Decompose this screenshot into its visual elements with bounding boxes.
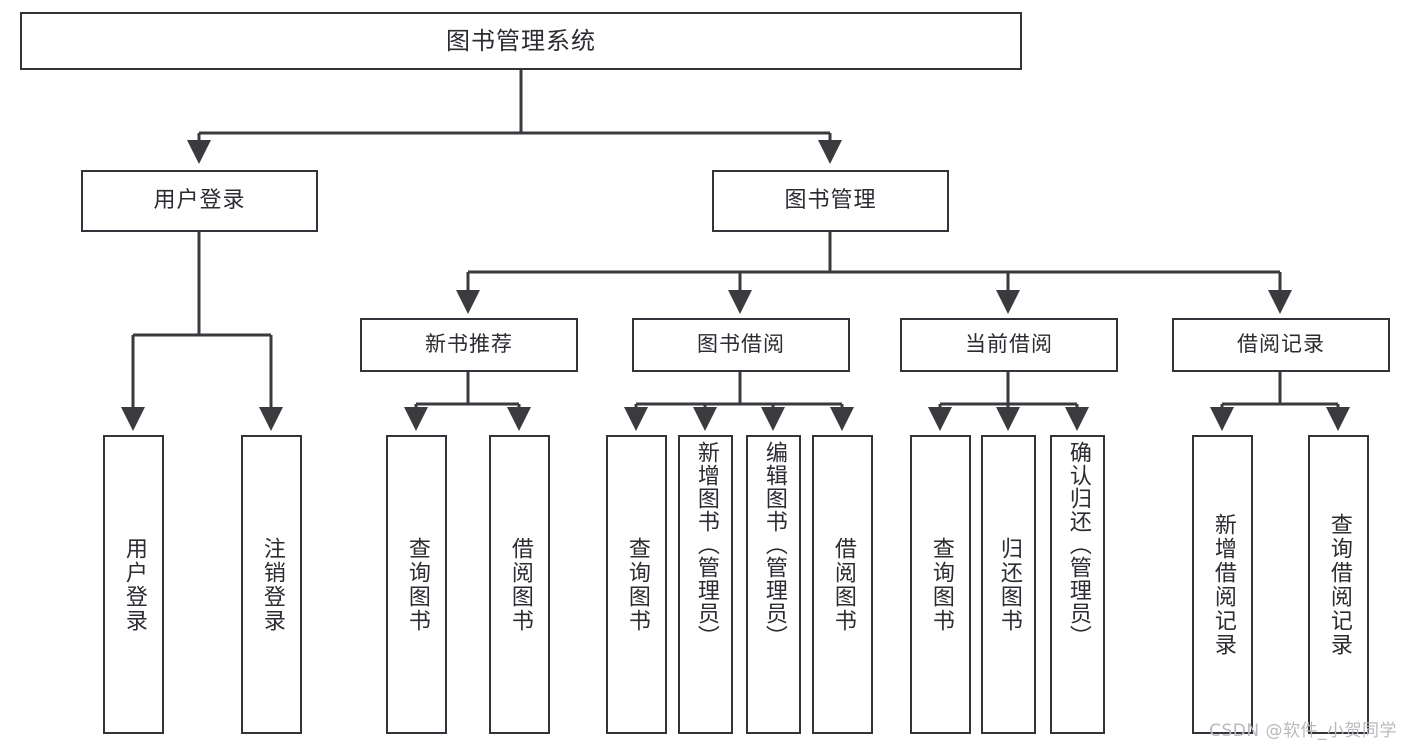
- node-leaf-user-login[interactable]: 用户登录: [103, 435, 164, 734]
- node-leaf-confirm-return-admin-label: 确认归还（管理员）: [1065, 441, 1091, 648]
- node-leaf-query-borrow-record-label: 查询借阅记录: [1326, 512, 1352, 657]
- node-user-login[interactable]: 用户登录: [81, 170, 318, 232]
- node-leaf-add-book-admin-label: 新增图书（管理员）: [693, 441, 719, 648]
- node-leaf-add-book-admin[interactable]: 新增图书（管理员）: [678, 435, 733, 734]
- node-leaf-edit-book-admin-label: 编辑图书（管理员）: [761, 441, 787, 648]
- node-leaf-cur-query-book-label: 查询图书: [928, 536, 954, 633]
- node-leaf-confirm-return-admin[interactable]: 确认归还（管理员）: [1050, 435, 1105, 734]
- node-leaf-rec-borrow-book[interactable]: 借阅图书: [489, 435, 550, 734]
- node-leaf-rec-query-book-label: 查询图书: [404, 536, 430, 633]
- node-book-borrow-label: 图书借阅: [697, 332, 785, 357]
- node-leaf-query-borrow-record[interactable]: 查询借阅记录: [1308, 435, 1369, 734]
- node-leaf-add-borrow-record-label: 新增借阅记录: [1210, 512, 1236, 657]
- node-root[interactable]: 图书管理系统: [20, 12, 1022, 70]
- node-leaf-user-logout-label: 注销登录: [259, 536, 285, 633]
- node-new-book-rec-label: 新书推荐: [425, 332, 513, 357]
- node-current-borrow[interactable]: 当前借阅: [900, 318, 1118, 372]
- node-leaf-edit-book-admin[interactable]: 编辑图书（管理员）: [746, 435, 801, 734]
- node-leaf-borrow-book[interactable]: 借阅图书: [812, 435, 873, 734]
- node-book-manage-label: 图书管理: [784, 187, 877, 213]
- node-leaf-return-book[interactable]: 归还图书: [981, 435, 1036, 734]
- node-leaf-borrow-book-label: 借阅图书: [830, 536, 856, 633]
- node-leaf-user-login-label: 用户登录: [121, 536, 147, 633]
- node-leaf-user-logout[interactable]: 注销登录: [241, 435, 302, 734]
- node-book-manage[interactable]: 图书管理: [712, 170, 949, 232]
- node-user-login-label: 用户登录: [153, 187, 246, 213]
- node-leaf-borrow-query-book[interactable]: 查询图书: [606, 435, 667, 734]
- node-new-book-rec[interactable]: 新书推荐: [360, 318, 578, 372]
- node-root-label: 图书管理系统: [446, 26, 596, 55]
- node-leaf-rec-borrow-book-label: 借阅图书: [507, 536, 533, 633]
- node-book-borrow[interactable]: 图书借阅: [632, 318, 850, 372]
- node-leaf-return-book-label: 归还图书: [996, 536, 1022, 633]
- node-borrow-record[interactable]: 借阅记录: [1172, 318, 1390, 372]
- node-leaf-add-borrow-record[interactable]: 新增借阅记录: [1192, 435, 1253, 734]
- node-current-borrow-label: 当前借阅: [965, 332, 1053, 357]
- node-leaf-borrow-query-book-label: 查询图书: [624, 536, 650, 633]
- node-leaf-rec-query-book[interactable]: 查询图书: [386, 435, 447, 734]
- node-leaf-cur-query-book[interactable]: 查询图书: [910, 435, 971, 734]
- watermark: CSDN @软件_小贺同学: [1209, 721, 1397, 741]
- node-borrow-record-label: 借阅记录: [1237, 332, 1325, 357]
